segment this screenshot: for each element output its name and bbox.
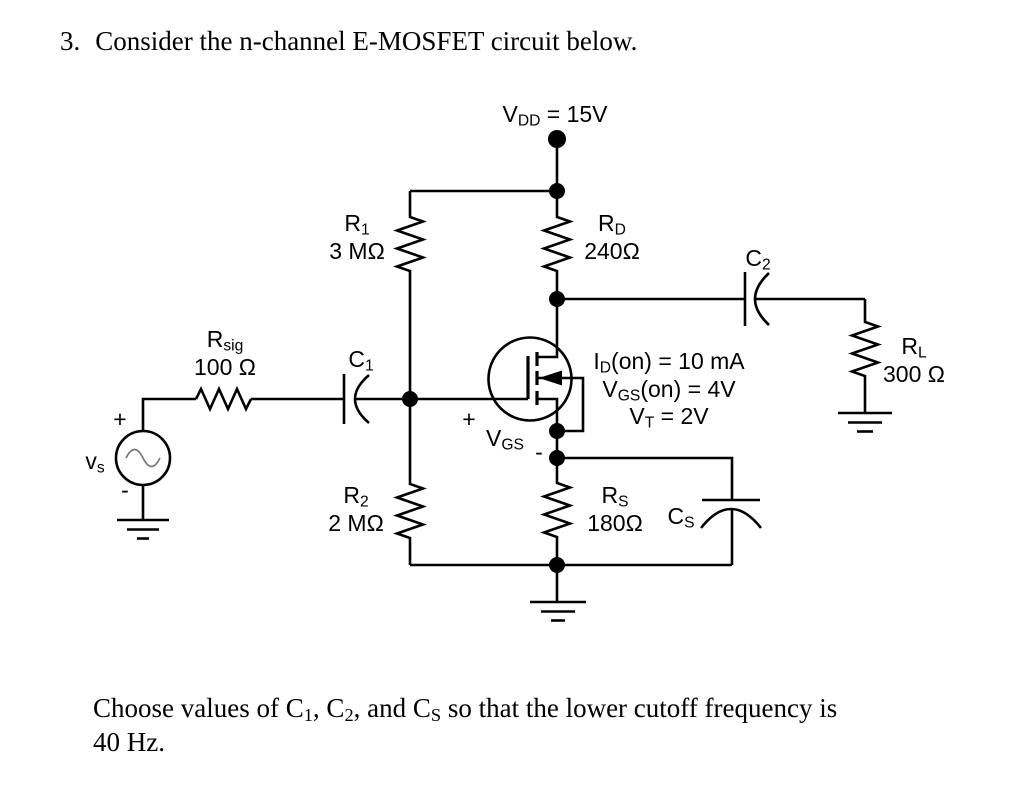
mosfet-electrodes — [526, 352, 539, 405]
problem-title: 3. Consider the n-channel E-MOSFET circui… — [60, 26, 637, 57]
question: Choose values of C1, C2, and CS so that … — [93, 691, 837, 759]
r2-label: R2 2 MΩ — [328, 481, 384, 537]
r1-name: R1 — [344, 210, 370, 239]
junction-dot — [549, 423, 565, 439]
problem-number: 3. — [60, 26, 81, 56]
vgs-label: VGS — [486, 425, 524, 454]
sine-icon — [125, 448, 161, 468]
vdd-terminal-dot — [548, 130, 566, 148]
mosfet-drain-lead — [537, 299, 559, 359]
junction-dot — [549, 450, 565, 466]
r1-value: 3 MΩ — [329, 238, 385, 264]
cs-plate-curved — [699, 507, 763, 529]
cs-capacitor — [699, 498, 763, 565]
rs-resistor — [540, 458, 574, 565]
junction-dot — [549, 291, 565, 307]
cs-label: CS — [667, 503, 695, 532]
mosfet-vt: VT = 2V — [629, 403, 709, 432]
main-ground-icon — [530, 565, 586, 622]
rd-value: 240Ω — [584, 238, 640, 264]
mosfet-arrow-icon — [539, 370, 562, 386]
mosfet-vgs-on: VGS(on) = 4V — [602, 375, 736, 404]
vgs-plus-sign: + — [462, 406, 476, 432]
mosfet-source-lead — [537, 397, 559, 431]
junction-dot — [549, 183, 565, 199]
rs-label: RS 180Ω — [587, 481, 643, 537]
mosfet-params: ID(on) = 10 mA VGS(on) = 4V VT = 2V — [593, 348, 744, 431]
vs-label: vs — [85, 448, 105, 477]
rs-name: RS — [601, 482, 629, 511]
rd-label: RD 240Ω — [584, 209, 640, 265]
r2-resistor — [393, 399, 427, 565]
rsig-label: Rsig 100 Ω — [194, 325, 256, 381]
rd-resistor — [540, 191, 574, 299]
mosfet-body-lead — [537, 376, 585, 433]
rl-name: RL — [901, 333, 927, 362]
rl-ground-icon — [838, 411, 892, 433]
rl-resistor — [848, 299, 882, 412]
c1-label: C1 — [348, 346, 374, 375]
r1-resistor — [393, 191, 427, 399]
question-line2: 40 Hz. — [93, 727, 165, 757]
problem-title-text: Consider the n-channel E-MOSFET circuit … — [95, 26, 638, 56]
c2-label: C2 — [745, 245, 771, 274]
vs-ground-icon — [117, 485, 169, 540]
junction-dots — [402, 130, 566, 573]
rl-label: RL 300 Ω — [883, 332, 945, 388]
rs-value: 180Ω — [587, 510, 643, 536]
cs-feed-wire — [557, 456, 734, 500]
vdd-label: VDD = 15V — [502, 101, 608, 130]
mosfet-id-on: ID(on) = 10 mA — [593, 348, 745, 377]
vgs-minus-sign: - — [535, 439, 543, 465]
question-line1: Choose values of C1, C2, and CS so that … — [93, 693, 838, 726]
r1-label: R1 3 MΩ — [329, 209, 385, 265]
rd-name: RD — [598, 210, 626, 239]
junction-dot — [549, 557, 565, 573]
vs-plus-sign: + — [113, 406, 127, 432]
vs-top-wire — [141, 397, 196, 431]
rsig-value: 100 Ω — [194, 354, 256, 380]
r2-value: 2 MΩ — [328, 510, 384, 536]
rsig-resistor — [194, 385, 253, 413]
vs-minus-sign: - — [121, 477, 129, 503]
junction-dot — [402, 391, 418, 407]
rsig-name: Rsig — [206, 326, 244, 355]
r2-name: R2 — [343, 482, 369, 511]
rl-value: 300 Ω — [883, 361, 945, 387]
